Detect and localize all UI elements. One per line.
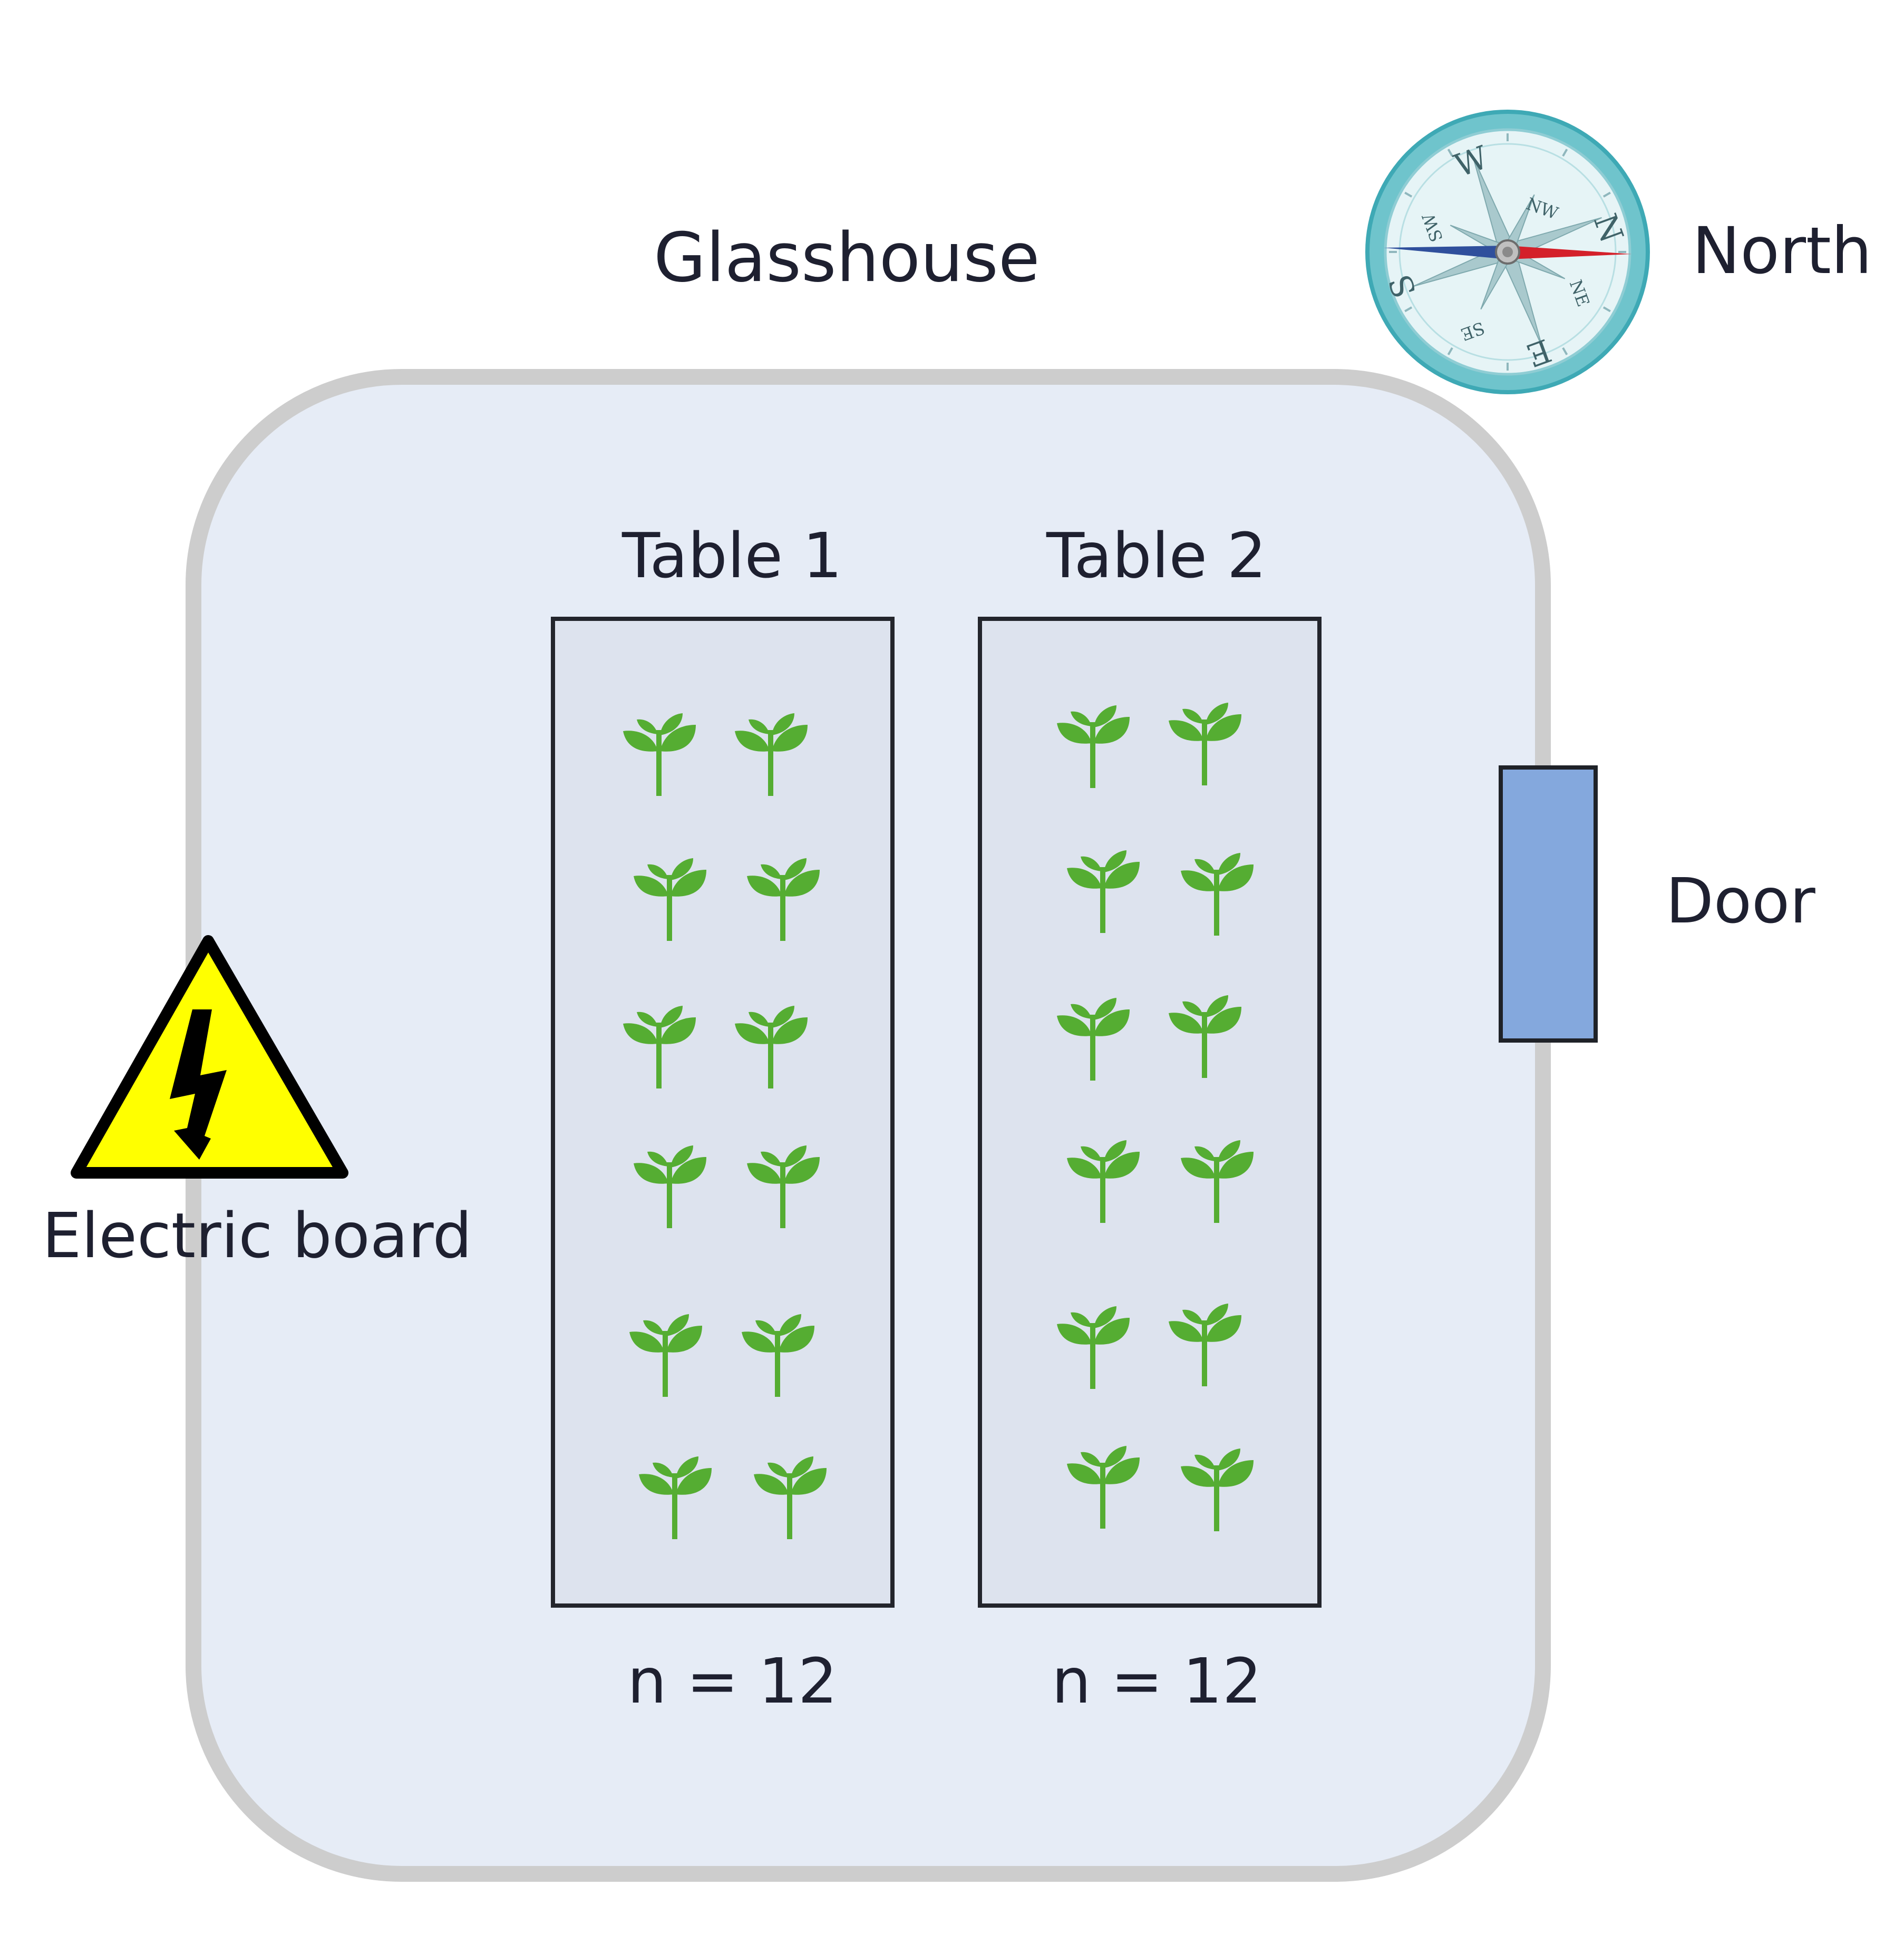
- table-1: [551, 617, 895, 1608]
- plant-icon: [1181, 1140, 1254, 1223]
- plant-icon: [623, 713, 696, 796]
- table-1-label: Table 1: [622, 519, 842, 592]
- plant-icon: [1067, 850, 1140, 933]
- plant-icon: [1169, 1304, 1241, 1386]
- plant-icon: [639, 1456, 712, 1539]
- plant-icon: [1067, 1446, 1140, 1529]
- plant-icon: [1181, 1449, 1254, 1531]
- plant-icon: [1067, 1140, 1140, 1223]
- door: [1499, 765, 1598, 1043]
- high-voltage-warning-icon: [71, 935, 348, 1179]
- needle-north: [1508, 246, 1631, 259]
- plant-icon: [1057, 998, 1130, 1081]
- plant-icon: [754, 1456, 827, 1539]
- plant-icon: [735, 713, 808, 796]
- north-label: North: [1692, 213, 1872, 288]
- table-2: [978, 617, 1322, 1608]
- plant-icon: [634, 858, 706, 941]
- plant-icon: [1181, 853, 1254, 936]
- plant-icon: [1169, 995, 1241, 1078]
- plant-icon: [742, 1314, 814, 1397]
- electric-board-label: Electric board: [42, 1199, 472, 1272]
- needle-south: [1384, 246, 1508, 259]
- plant-icon: [634, 1145, 706, 1228]
- plant-icon: [747, 1145, 820, 1228]
- plant-icon: [623, 1006, 696, 1088]
- diagram-title: Glasshouse: [654, 219, 1040, 297]
- plant-icon: [735, 1006, 808, 1088]
- plant-icon: [1169, 703, 1241, 785]
- door-label: Door: [1666, 864, 1815, 937]
- plant-icon: [629, 1314, 702, 1397]
- table-2-label: Table 2: [1046, 519, 1267, 592]
- plant-icon: [1057, 1306, 1130, 1389]
- table-2-count: n = 12: [1052, 1645, 1262, 1717]
- compass-icon: W NW N NE E SE S SW: [1365, 110, 1650, 394]
- plant-icon: [747, 858, 820, 941]
- plants-table-1: [623, 713, 827, 1539]
- table-1-count: n = 12: [627, 1645, 838, 1717]
- plant-icon: [1057, 705, 1130, 788]
- plants-table-2: [1057, 703, 1254, 1531]
